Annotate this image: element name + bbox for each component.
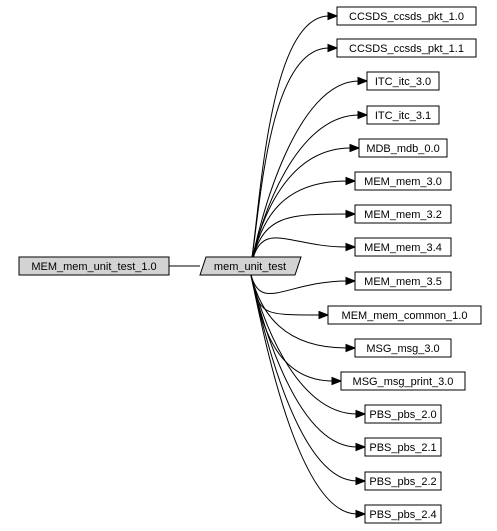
target-node-label: PBS_pbs_2.4 — [369, 509, 436, 521]
target-node[interactable]: PBS_pbs_2.4 — [364, 504, 442, 524]
target-node[interactable]: MSG_msg_print_3.0 — [340, 371, 466, 391]
arrowhead — [327, 11, 339, 21]
arrowhead — [349, 143, 361, 153]
target-node-box — [366, 71, 440, 91]
hub-node-shape — [199, 256, 302, 276]
target-node-box — [354, 338, 452, 358]
arrowhead — [355, 442, 367, 452]
arrowhead — [345, 176, 357, 186]
dependency-edge — [249, 270, 358, 448]
target-node-label: MEM_mem_3.5 — [364, 276, 442, 288]
target-node[interactable]: MSG_msg_3.0 — [354, 338, 452, 358]
target-node-box — [340, 371, 466, 391]
target-node-label: MDB_mdb_0.0 — [366, 143, 439, 155]
target-node[interactable]: MEM_mem_3.5 — [354, 271, 452, 291]
target-node[interactable]: MEM_mem_3.4 — [354, 237, 452, 257]
arrowhead — [355, 409, 367, 419]
target-node-label: PBS_pbs_2.1 — [369, 442, 436, 454]
arrowhead — [357, 110, 369, 120]
dependency-edge — [249, 15, 330, 272]
target-node-label: MSG_msg_print_3.0 — [353, 376, 454, 388]
target-node-label: MEM_mem_common_1.0 — [342, 310, 468, 322]
arrowhead — [345, 276, 357, 286]
root-node-label: MEM_mem_unit_test_1.0 — [31, 261, 156, 273]
target-node-label: ITC_itc_3.0 — [375, 76, 431, 88]
target-node[interactable]: CCSDS_ccsds_pkt_1.1 — [336, 38, 477, 58]
arrowhead — [318, 310, 330, 320]
target-node-label: CCSDS_ccsds_pkt_1.0 — [349, 11, 464, 23]
dependency-edge — [249, 270, 358, 515]
arrowhead — [345, 343, 357, 353]
target-node-label: MEM_mem_3.4 — [364, 242, 442, 254]
target-node[interactable]: PBS_pbs_2.1 — [364, 437, 442, 457]
root-node[interactable]: MEM_mem_unit_test_1.0 — [18, 256, 170, 276]
edges-layer — [249, 11, 369, 519]
dependency-edge — [249, 270, 348, 295]
target-node-label: CCSDS_ccsds_pkt_1.1 — [349, 43, 464, 55]
target-node[interactable]: PBS_pbs_2.2 — [364, 471, 442, 491]
target-node[interactable]: MEM_mem_3.0 — [354, 171, 452, 191]
target-node[interactable]: ITC_itc_3.0 — [366, 71, 440, 91]
target-node-box — [336, 38, 477, 58]
target-node[interactable]: ITC_itc_3.1 — [366, 105, 440, 125]
hub-node[interactable]: mem_unit_test — [199, 256, 302, 276]
target-node-box — [354, 171, 452, 191]
target-node-box — [364, 437, 442, 457]
target-node-box — [336, 6, 477, 26]
target-node-box — [364, 404, 442, 424]
target-node-box — [354, 204, 452, 224]
target-nodes: CCSDS_ccsds_pkt_1.0CCSDS_ccsds_pkt_1.1IT… — [327, 6, 482, 524]
target-node-box — [327, 305, 482, 325]
arrowhead — [345, 242, 357, 252]
arrowhead — [355, 509, 367, 519]
dependency-edge — [249, 47, 330, 272]
target-node[interactable]: MEM_mem_3.2 — [354, 204, 452, 224]
arrowhead — [355, 476, 367, 486]
target-node-box — [366, 105, 440, 125]
hub-node-label: mem_unit_test — [214, 261, 286, 273]
target-node-label: MEM_mem_3.2 — [364, 209, 442, 221]
target-node[interactable]: MDB_mdb_0.0 — [358, 138, 448, 158]
dependency-edge — [249, 237, 348, 272]
target-node-label: PBS_pbs_2.2 — [369, 476, 436, 488]
target-node-box — [364, 471, 442, 491]
target-node-label: ITC_itc_3.1 — [375, 110, 431, 122]
target-node-label: MSG_msg_3.0 — [366, 343, 439, 355]
target-node[interactable]: CCSDS_ccsds_pkt_1.0 — [336, 6, 477, 26]
arrowhead — [327, 43, 339, 53]
target-node-label: PBS_pbs_2.0 — [369, 409, 436, 421]
arrowhead — [357, 76, 369, 86]
target-node[interactable]: MEM_mem_common_1.0 — [327, 305, 482, 325]
dependency-edge — [249, 114, 360, 272]
target-node-box — [358, 138, 448, 158]
arrowhead — [345, 209, 357, 219]
target-node-box — [354, 237, 452, 257]
target-node[interactable]: PBS_pbs_2.0 — [364, 404, 442, 424]
arrowhead — [331, 376, 343, 386]
target-node-box — [364, 504, 442, 524]
target-node-box — [354, 271, 452, 291]
target-node-label: MEM_mem_3.0 — [364, 176, 442, 188]
